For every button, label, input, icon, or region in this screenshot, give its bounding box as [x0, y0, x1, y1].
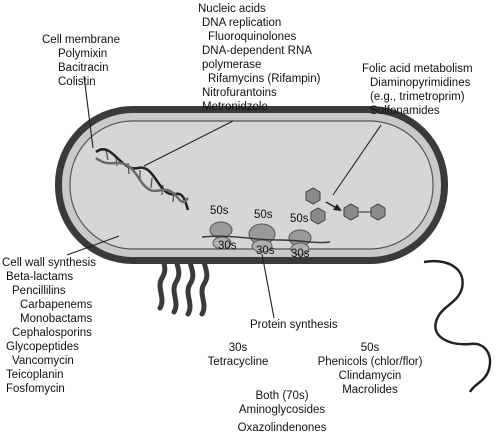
nucleic-acids-line: polymerase: [202, 59, 262, 71]
folic-acid-label: Folic acid metabolism Diaminopyrimidines…: [362, 62, 473, 118]
protein-30s-title: 30s: [228, 342, 248, 354]
nucleic-acids-line: Nitrofurantoins: [202, 87, 277, 99]
cell-wall-item: Cephalosporins: [12, 327, 92, 339]
cell-membrane-item: Colistin: [58, 76, 96, 88]
protein-50s-item: Macrolides: [342, 384, 398, 396]
protein-synthesis-50s: 50s Phenicols (chlor/flor) Clindamycin M…: [306, 341, 434, 397]
protein-50s-item: Phenicols (chlor/flor): [317, 356, 423, 368]
cell-wall-item: Teicoplanin: [6, 369, 64, 381]
folic-acid-line: Diaminopyrimidines: [370, 77, 471, 89]
nucleic-acids-line: Metronidzole: [202, 101, 268, 113]
cell-wall-item: Beta-lactams: [6, 271, 74, 283]
cytoplasm: [69, 120, 434, 250]
protein-30s-item: Tetracycline: [207, 356, 269, 368]
ribosome-30s-label: 30s: [256, 245, 275, 257]
nucleic-acids-line: Fluoroquinolones: [208, 31, 297, 43]
protein-50s-item: Clindamycin: [338, 370, 402, 382]
protein-synthesis-30s: 30s Tetracycline: [206, 341, 270, 369]
cell-wall-label: Cell wall synthesis Beta-lactams Pencill…: [2, 256, 96, 396]
leader-lines: [66, 75, 382, 319]
protein-both-item: Aminoglycosides: [238, 404, 326, 416]
ribosome-30s-label: 30s: [218, 240, 237, 252]
folic-acid-line: Sulfonamides: [370, 105, 440, 117]
ribosome-50s-label: 50s: [290, 213, 309, 225]
folic-acid-title: Folic acid metabolism: [362, 63, 473, 75]
cell-membrane-item: Bacitracin: [58, 62, 109, 74]
ribosome-30s-label: 30s: [291, 248, 310, 260]
protein-both-title: Both (70s): [255, 390, 309, 402]
dna-helix: [95, 148, 190, 211]
cell-wall-item: Vancomycin: [12, 355, 74, 367]
folic-acid-line: (e.g., trimetroprim): [370, 91, 465, 103]
flagellum: [423, 259, 492, 393]
mrna-strand: [201, 235, 331, 244]
nucleic-acids-line: Rifamycins (Rifampin): [208, 73, 321, 85]
nucleic-acids-line: DNA replication: [202, 17, 282, 29]
ribosome-50s-label: 50s: [210, 205, 229, 217]
nucleic-acids-line: DNA-dependent RNA: [202, 45, 312, 57]
ribosome-50s-label: 50s: [254, 209, 273, 221]
cell-wall-title: Cell wall synthesis: [2, 257, 96, 269]
cell-wall-item: Fosfomycin: [6, 383, 65, 395]
protein-50s-title: 50s: [360, 342, 380, 354]
nucleic-acids-title: Nucleic acids: [198, 3, 266, 15]
cell-wall-item: Monobactams: [20, 313, 93, 325]
cell-membrane-item: Polymixin: [58, 48, 108, 60]
cell-membrane-label: Cell membrane Polymixin Bacitracin Colis…: [42, 33, 120, 89]
protein-synthesis-both: Both (70s) Aminoglycosides Oxazolindenon…: [226, 389, 338, 435]
protein-synthesis-title: Protein synthesis: [250, 319, 338, 331]
nucleic-acids-label: Nucleic acids DNA replication Fluoroquin…: [198, 2, 320, 114]
folate-molecules: [305, 187, 386, 225]
cell-wall-item: Glycopeptides: [6, 341, 79, 353]
cell-wall-item: Pencillilins: [12, 285, 66, 297]
cell-membrane-title: Cell membrane: [42, 34, 120, 46]
cell-wall-item: Carbapenems: [20, 299, 93, 311]
protein-both-item: Oxazolindenones: [237, 422, 327, 434]
